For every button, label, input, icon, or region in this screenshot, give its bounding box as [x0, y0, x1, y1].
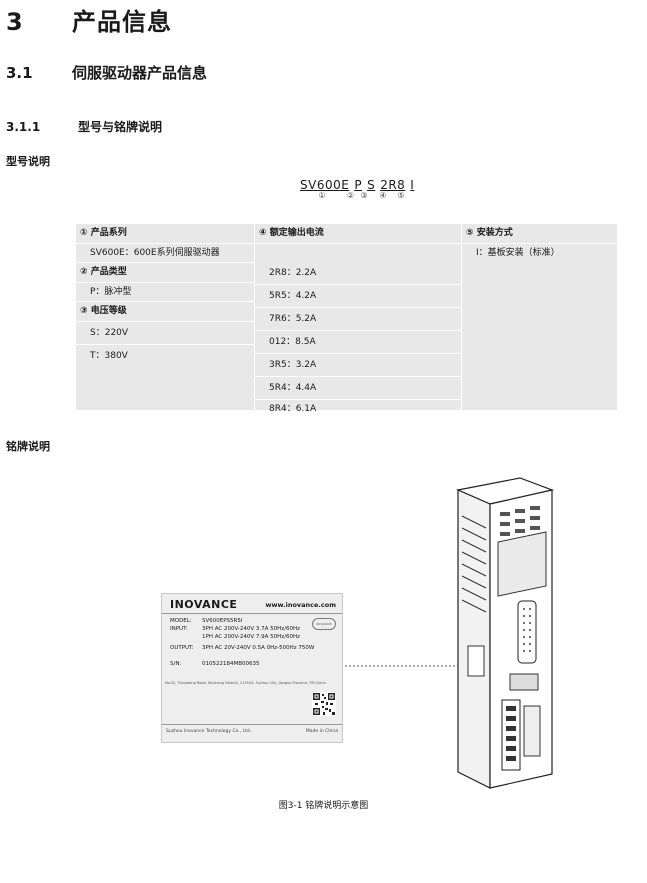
section-number: 3.1	[6, 64, 33, 82]
subsection-title: 型号与铭牌说明	[78, 120, 163, 134]
spec-column-1: ① 产品系列 SV600E：600E系列伺服驱动器 ② 产品类型 P：脉冲型 ③…	[76, 224, 254, 410]
certification-seal: INOVANCE	[312, 618, 336, 630]
figure-caption: 图3-1 铭牌说明示意图	[278, 801, 369, 811]
marker-4: ④	[379, 191, 387, 200]
section-title: 伺服驱动器产品信息	[72, 64, 208, 82]
voltage-item: S：220V	[76, 322, 254, 345]
input-line-1: INPUT: 3PH AC 200V-240V 3.7A 50Hz/60Hz	[170, 626, 300, 632]
marker-2: ②	[346, 191, 355, 200]
website-url: www.inovance.com	[265, 601, 336, 609]
output-label: OUTPUT:	[170, 645, 194, 651]
subsection-number: 3.1.1	[6, 120, 41, 134]
rated-current-item: 3R5：3.2A	[255, 354, 461, 377]
chapter-heading: 3 产品信息	[6, 2, 172, 37]
mount-header: ⑤ 安装方式	[462, 224, 618, 244]
product-series-header: ① 产品系列	[76, 224, 254, 244]
rated-current-item: 2R8：2.2A	[255, 262, 461, 285]
chapter-number: 3	[6, 8, 24, 36]
section-heading: 3.1 伺服驱动器产品信息	[6, 62, 207, 83]
divider	[162, 613, 342, 614]
qr-code-icon	[312, 692, 336, 716]
model-label: MODEL:	[170, 618, 192, 624]
sn-value: 010522184MB00635	[202, 661, 260, 667]
spacer	[255, 244, 461, 262]
rated-current-item: 5R4：4.4A	[255, 377, 461, 400]
subsection-heading: 3.1.1 型号与铭牌说明	[6, 118, 162, 135]
spec-column-2: ④ 额定输出电流 2R8：2.2A 5R5：4.2A 7R6：5.2A 012：…	[254, 224, 461, 414]
made-in-text: Made in China	[305, 729, 338, 734]
servo-drive-illustration	[455, 477, 555, 789]
model-heading: 型号说明	[6, 155, 50, 168]
spec-column-3: ⑤ 安装方式 I：基板安装（标准）	[461, 224, 618, 410]
rated-current-header: ④ 额定输出电流	[255, 224, 461, 244]
rated-current-item: 7R6：5.2A	[255, 308, 461, 331]
rated-current-item: 5R5：4.2A	[255, 285, 461, 308]
nameplate-label: INOVANCE www.inovance.com INOVANCE MODEL…	[161, 593, 343, 743]
brand-logo: INOVANCE	[170, 598, 238, 611]
marker-3: ③	[360, 191, 368, 200]
voltage-header: ③ 电压等级	[76, 302, 254, 322]
product-type-header: ② 产品类型	[76, 263, 254, 283]
model-segment-current: 2R8	[380, 178, 406, 192]
address-text: No.52, Tianedang Road, Wuzhong District,…	[165, 681, 326, 685]
input-label: INPUT:	[170, 626, 188, 632]
marker-5: ⑤	[397, 191, 405, 200]
output-line: OUTPUT: 3PH AC 20V-240V 0.5A 0Hz-500Hz 75…	[170, 645, 314, 651]
rated-current-item: 012：8.5A	[255, 331, 461, 354]
product-type-item: P：脉冲型	[76, 283, 254, 302]
mount-item: I：基板安装（标准）	[476, 247, 560, 258]
model-segment-type: P	[354, 178, 363, 192]
marker-1: ①	[318, 191, 326, 200]
product-series-item: SV600E：600E系列伺服驱动器	[76, 244, 254, 263]
input-line-2: 1PH AC 200V-240V 7.9A 50Hz/60Hz	[170, 634, 300, 640]
model-line: MODEL: SV600EPS5R5I	[170, 618, 242, 624]
rated-current-item: 8R4：6.1A	[269, 403, 317, 414]
input-value-1: 3PH AC 200V-240V 3.7A 50Hz/60Hz	[202, 626, 301, 632]
sn-label: S/N:	[170, 661, 182, 667]
model-spec-table: ① 产品系列 SV600E：600E系列伺服驱动器 ② 产品类型 P：脉冲型 ③…	[76, 224, 618, 414]
voltage-item: T：380V	[90, 350, 128, 361]
chapter-title: 产品信息	[72, 8, 172, 36]
input-value-2: 1PH AC 200V-240V 7.9A 50Hz/60Hz	[202, 634, 301, 640]
serial-line: S/N: 010522184MB00635	[170, 661, 260, 667]
model-segment-mount: I	[410, 178, 415, 192]
divider	[162, 724, 342, 725]
model-segment-series: SV600E	[300, 178, 350, 192]
nameplate-heading: 铭牌说明	[6, 440, 50, 453]
model-value: SV600EPS5R5I	[202, 618, 243, 624]
output-value: 3PH AC 20V-240V 0.5A 0Hz-500Hz 750W	[202, 645, 315, 651]
manufacturer-text: Suzhou Inovance Technology Co., Ltd.	[166, 729, 252, 734]
model-segment-voltage: S	[367, 178, 376, 192]
